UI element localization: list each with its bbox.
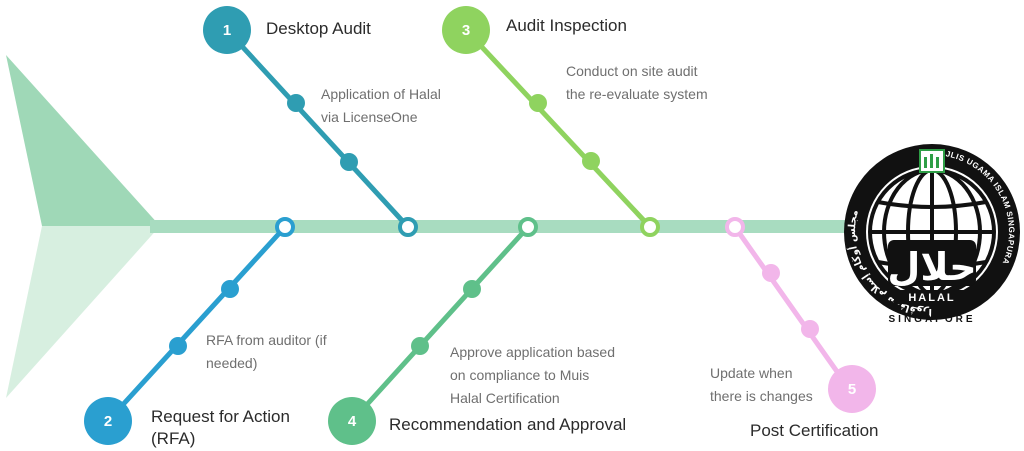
step-3-number: 3 <box>462 22 470 39</box>
step-1-dot <box>340 153 358 171</box>
fishbone-head-top <box>6 55 160 226</box>
step-4-description-line-3: Halal Certification <box>450 390 560 406</box>
step-4-description-line-1: Approve application based <box>450 344 615 360</box>
step-1-bone <box>224 27 411 230</box>
step-5-dot <box>801 320 819 338</box>
step-4-number: 4 <box>348 413 357 430</box>
step-4-description-line-2: on compliance to Muis <box>450 367 589 383</box>
step-5-dot <box>762 264 780 282</box>
step-4-dot <box>463 280 481 298</box>
step-2-number: 2 <box>104 413 112 430</box>
step-5-number: 5 <box>848 381 856 398</box>
step-1-description-line-1: Application of Halal <box>321 86 441 102</box>
step-3-spine-node <box>640 217 660 237</box>
logo-halal-word-backdrop <box>888 240 976 286</box>
logo-country-text: SINGAPORE <box>888 314 975 325</box>
step-2: 2 Request for Action (RFA) RFA from audi… <box>84 217 327 448</box>
step-3-number-circle <box>442 6 490 54</box>
step-3: 3 Audit Inspection Conduct on site audit… <box>442 6 708 237</box>
step-3-title: Audit Inspection <box>506 16 627 35</box>
step-5-number-circle <box>828 365 876 413</box>
step-5-description-line-1: Update when <box>710 365 793 381</box>
step-1-description-line-2: via LicenseOne <box>321 109 418 125</box>
step-5: 5 Post Certification Update when there i… <box>710 217 879 440</box>
step-4-spine-node <box>518 217 538 237</box>
step-1-title: Desktop Audit <box>266 19 371 38</box>
step-2-title-line-1: Request for Action <box>151 407 290 426</box>
step-2-description-line-2: needed) <box>206 355 257 371</box>
step-1-number-circle <box>203 6 251 54</box>
mosque-emblem-icon <box>919 149 945 173</box>
step-5-description-line-2: there is changes <box>710 388 813 404</box>
logo-badge-backdrop <box>894 290 970 304</box>
step-2-bone <box>105 224 288 424</box>
step-1-dot <box>287 94 305 112</box>
step-3-description-line-1: Conduct on site audit <box>566 63 698 79</box>
step-1-spine-node <box>398 217 418 237</box>
step-4-title: Recommendation and Approval <box>389 415 626 434</box>
step-1-number: 1 <box>223 22 231 39</box>
step-3-description-line-2: the re-evaluate system <box>566 86 708 102</box>
step-2-dot <box>221 280 239 298</box>
step-5-spine-node <box>725 217 745 237</box>
step-4-number-circle <box>328 397 376 445</box>
step-5-title: Post Certification <box>750 421 879 440</box>
step-2-dot <box>169 337 187 355</box>
step-2-number-circle <box>84 397 132 445</box>
halal-singapore-logo: MAJLIS UGAMA ISLAM SINGAPURA مجلس أوڬام … <box>844 144 1020 325</box>
step-4: 4 Recommendation and Approval Approve ap… <box>328 217 626 445</box>
step-3-bone <box>463 27 653 230</box>
step-2-spine-node <box>275 217 295 237</box>
step-2-description-line-1: RFA from auditor (if <box>206 332 327 348</box>
step-4-dot <box>411 337 429 355</box>
step-5-bone <box>732 224 853 393</box>
step-4-bone <box>349 224 531 424</box>
step-2-title-line-2: (RFA) <box>151 429 195 448</box>
logo-halal-badge: HALAL <box>908 292 955 304</box>
logo-arabic-halal-word: حلال <box>887 245 976 289</box>
step-1: 1 Desktop Audit Application of Halal via… <box>203 6 441 237</box>
step-3-dot <box>582 152 600 170</box>
step-3-dot <box>529 94 547 112</box>
fishbone-head-bottom <box>6 226 160 398</box>
